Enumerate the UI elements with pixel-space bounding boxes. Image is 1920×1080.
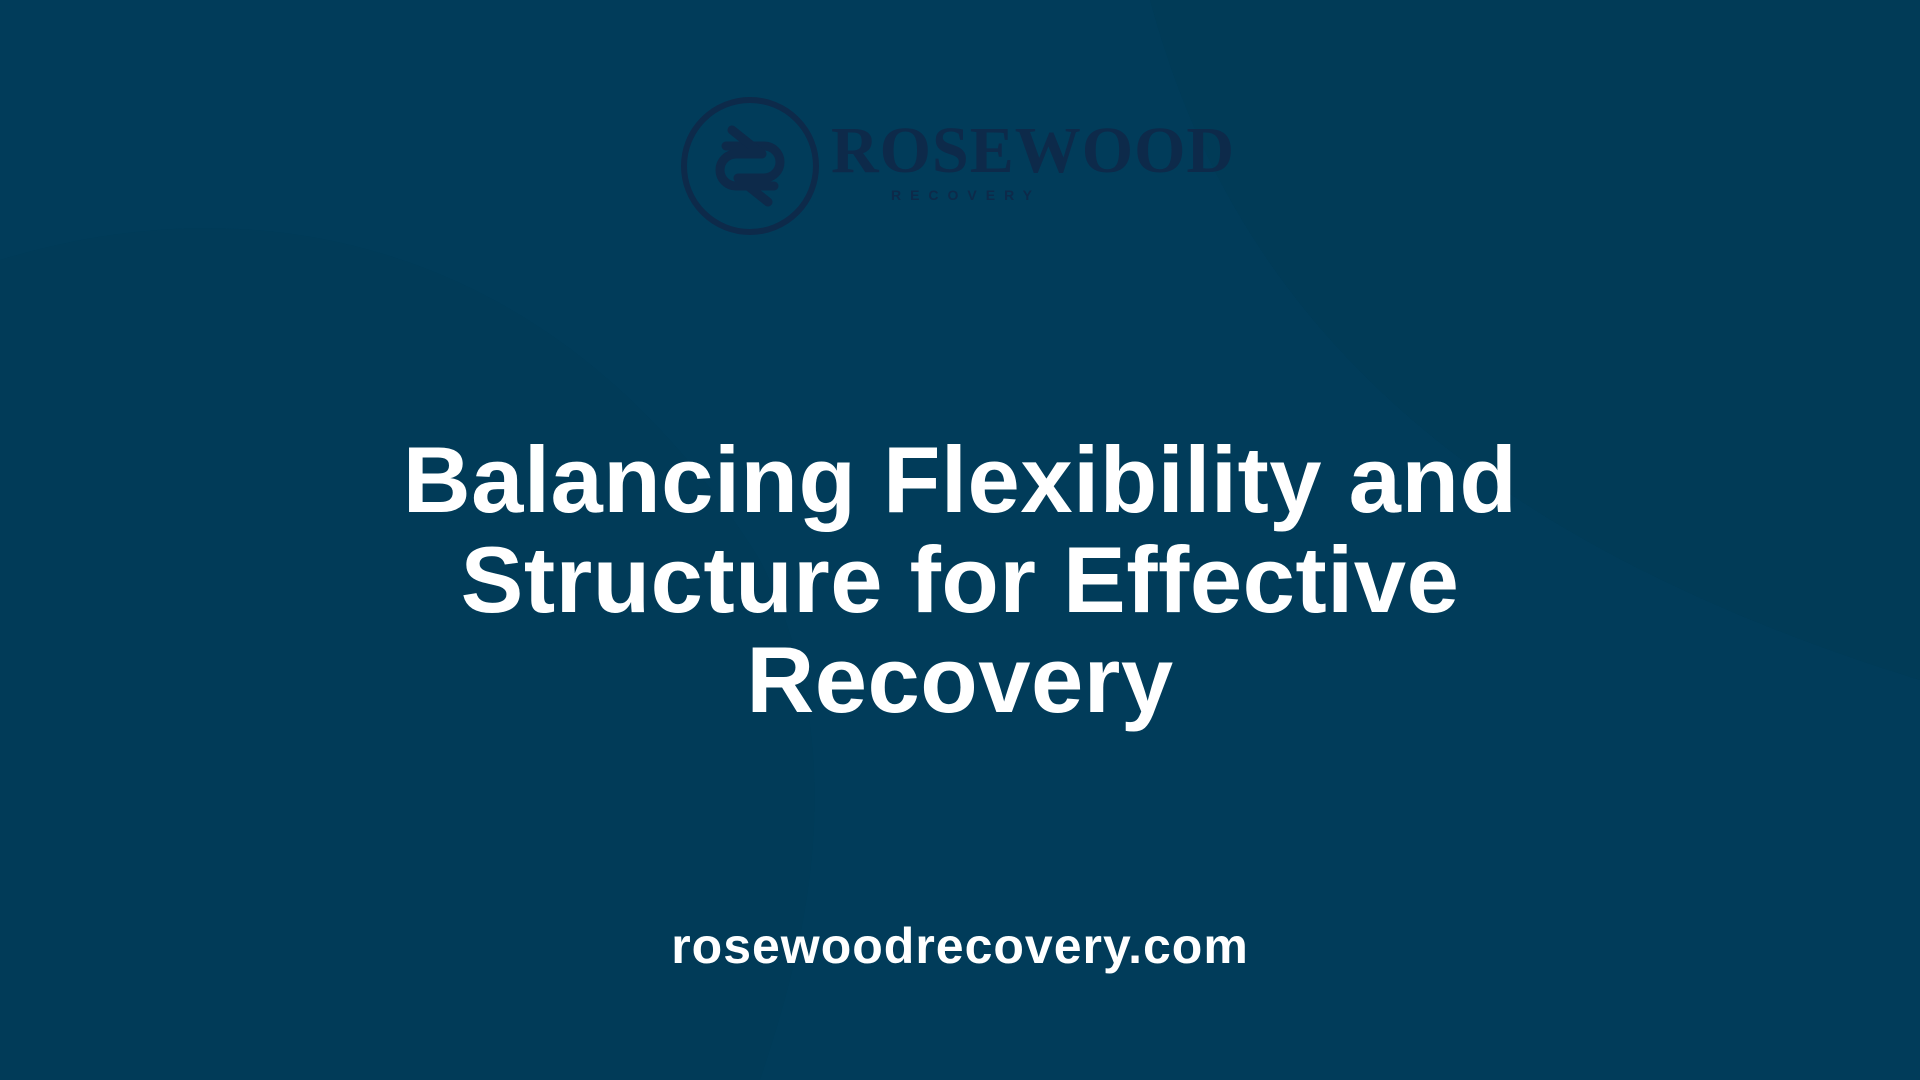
brand-tagline: RECOVERY <box>891 187 1041 203</box>
brand-logo: ROSEWOOD RECOVERY <box>676 92 1246 240</box>
logo-ring <box>681 97 819 235</box>
website-url: rosewoodrecovery.com <box>671 918 1249 974</box>
brand-name: ROSEWOOD <box>831 114 1235 187</box>
rosewood-monogram-icon <box>715 125 785 207</box>
headline: Balancing Flexibility and Structure for … <box>402 427 1518 732</box>
